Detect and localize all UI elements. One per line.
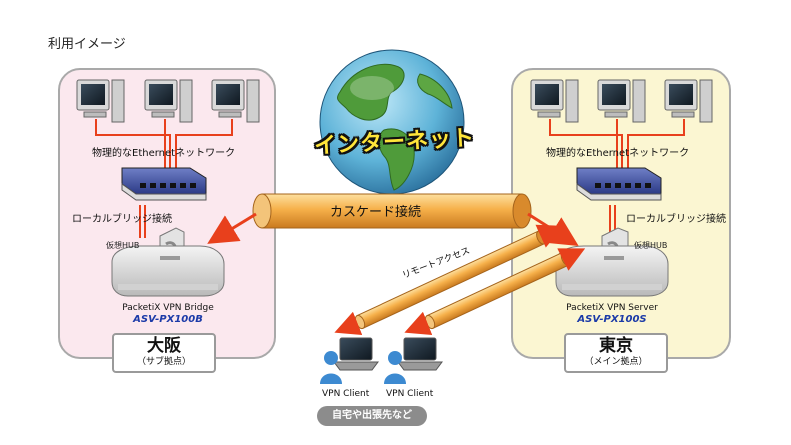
tokyo-network-label: 物理的なEthernetネットワーク <box>546 148 690 159</box>
osaka-site-label: 大阪 （サブ拠点） <box>112 333 216 373</box>
vpn-client-2-label: VPN Client <box>386 389 434 399</box>
computer-icon <box>144 79 193 123</box>
globe-icon <box>319 49 465 195</box>
page-title: 利用イメージ <box>48 37 126 52</box>
vpn-client-1-label: VPN Client <box>322 389 370 399</box>
tokyo-site-subtitle: （メイン拠点） <box>584 357 648 367</box>
cascade-connection-label: カスケード接続 <box>330 205 422 220</box>
vpn-client-2-icon <box>384 337 443 384</box>
cascade-tunnel <box>252 193 532 229</box>
osaka-product-name: PacketiX VPN Bridge <box>122 303 214 313</box>
computer-icon <box>530 79 579 123</box>
mobile-location-badge: 自宅や出張先など <box>317 406 427 426</box>
osaka-product-model: ASV-PX100B <box>133 314 203 325</box>
tokyo-site-name: 東京 <box>599 336 633 356</box>
osaka-bridge-label: ローカルブリッジ接続 <box>72 214 172 225</box>
computer-icon <box>597 79 646 123</box>
osaka-site-name: 大阪 <box>147 336 181 356</box>
tokyo-product-model: ASV-PX100S <box>577 314 647 325</box>
computer-icon <box>76 79 125 123</box>
vpn-client-1-icon <box>320 337 379 384</box>
remote-access-arrows <box>334 224 586 335</box>
osaka-virtual-hub-label: 仮想HUB <box>106 241 140 250</box>
osaka-switch-hub-icon <box>121 167 207 201</box>
osaka-ethernet-cables <box>95 119 233 238</box>
tokyo-computers <box>530 79 713 123</box>
osaka-site-subtitle: （サブ拠点） <box>136 357 191 367</box>
osaka-network-label: 物理的なEthernetネットワーク <box>92 148 236 159</box>
tokyo-switch-hub-icon <box>576 167 662 201</box>
osaka-computers <box>76 79 260 123</box>
tokyo-ethernet-cables <box>549 119 685 235</box>
osaka-vpn-appliance-icon <box>111 245 225 297</box>
computer-icon <box>664 79 713 123</box>
tokyo-virtual-hub-label: 仮想HUB <box>634 241 668 250</box>
computer-icon <box>211 79 260 123</box>
tokyo-product-name: PacketiX VPN Server <box>566 303 658 313</box>
tokyo-bridge-label: ローカルブリッジ接続 <box>626 214 726 225</box>
tokyo-site-label: 東京 （メイン拠点） <box>564 333 668 373</box>
